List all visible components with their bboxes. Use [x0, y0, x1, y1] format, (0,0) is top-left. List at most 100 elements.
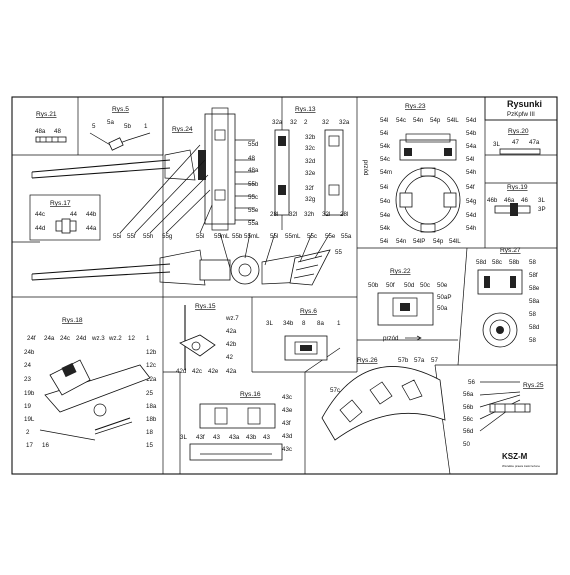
logo-text: KSZ-M	[502, 452, 528, 461]
rys27-label: 58d	[476, 259, 487, 266]
rys23-label: 54l	[380, 117, 388, 124]
rys24-label: 55c	[248, 194, 258, 201]
rys17-label: 44	[70, 211, 77, 218]
rys19-label: 46	[521, 197, 528, 204]
rys22-direction: przód	[383, 335, 399, 342]
rys23-direction: przód	[362, 160, 369, 176]
panel-rys16: Rys.16 43c 43e 43f 43d 43c 3L 43f 43 43a…	[180, 391, 293, 461]
rys16-label: 43e	[282, 407, 293, 414]
rys15-label: 42a	[226, 328, 237, 335]
rys18-label: 18	[146, 429, 153, 436]
panel-rys18: Rys.18 24f 24a 24c 24d wz.3 wz.2 12 1 24…	[24, 317, 157, 449]
rys21-part	[35, 136, 67, 143]
rys18-hull-plate	[44, 364, 151, 413]
rys23-label: 54d	[466, 212, 477, 219]
rys27-label: 58a	[529, 298, 540, 305]
rys16-label: 43d	[282, 433, 293, 440]
rys24-title: Rys.24	[172, 126, 193, 133]
rys24-label: 55mL	[214, 233, 230, 240]
sheet-subtitle: PzKpfw III	[507, 111, 535, 118]
rys19-label: 3L	[538, 197, 545, 204]
rys24-label: 55g	[162, 233, 173, 240]
rys16-label: 43c	[282, 394, 292, 401]
rys23-label: 54g	[466, 198, 477, 205]
sheet-frame	[11, 96, 558, 475]
rys6-label: 34b	[283, 320, 294, 327]
rys18-label: 19	[24, 403, 31, 410]
rys22-label: 50aP	[437, 294, 451, 301]
rys18-label: 24f	[27, 335, 36, 342]
rys13-title: Rys.13	[295, 106, 316, 113]
rys19-title: Rys.19	[507, 184, 528, 191]
rys18-label: 12a	[146, 376, 157, 383]
rys23-label: 54h	[466, 225, 477, 232]
rys17-label: 44a	[86, 225, 97, 232]
rys15-label: 42d	[176, 368, 187, 375]
rys23-label: 54a	[466, 143, 477, 150]
rys16-label: 43a	[229, 434, 240, 441]
rys23-label: 54c	[380, 156, 390, 163]
rys6-title: Rys.6	[300, 308, 317, 315]
rys27-title: Rys.27	[500, 247, 521, 254]
panel-rys13: Rys.13 32a 32 2 32 32a 32b 32c 32d 32e 3…	[270, 106, 350, 218]
rys16-engine-deck	[199, 403, 276, 429]
rys18-label: 24d	[76, 335, 87, 342]
rys20-label: 47	[512, 139, 519, 146]
rys24-mantlet	[204, 113, 236, 225]
rys23-label: 54i	[380, 184, 388, 191]
rys21-label: 48	[54, 128, 61, 135]
rys15-label: 42a	[226, 368, 237, 375]
rys23-label: 54p	[433, 238, 444, 245]
rys20-part	[499, 148, 541, 155]
rys13-hatch-right	[324, 129, 344, 216]
rys23-label: 54n	[396, 238, 407, 245]
rys16-title: Rys.16	[240, 391, 261, 398]
rys15-label: 42b	[226, 341, 237, 348]
rys23-label: 54n	[413, 117, 424, 124]
rys18-label: 18b	[146, 416, 157, 423]
rys19-label: 46b	[487, 197, 498, 204]
panel-rys26: Rys.26 57b 57a 57 57c	[321, 357, 446, 441]
rys25-label: 56c	[463, 416, 473, 423]
title-block: Rysunki PzKpfw III	[484, 96, 558, 121]
rys5-label: 5b	[124, 123, 131, 130]
rys24-label: 55e	[325, 233, 336, 240]
publisher-logo: KSZ-M Wszelkie prawa zastrzeżone	[502, 452, 540, 468]
rys5-label: 1	[144, 123, 148, 130]
rys24-label: 55c	[307, 233, 317, 240]
panel-dividers	[12, 97, 557, 475]
rys18-label: 23	[24, 376, 31, 383]
rys26-title: Rys.26	[357, 357, 378, 364]
rys18-label: 16	[42, 442, 49, 449]
rys25-label: 50	[463, 441, 470, 448]
rys13-label: 28l	[270, 211, 278, 218]
rys20-label: 47a	[529, 139, 540, 146]
rys18-label: 24a	[44, 335, 55, 342]
rys24-label: 48	[248, 155, 255, 162]
rys18-label: wz.2	[108, 335, 122, 342]
panel-rys6: Rys.6 3L 34b 8 8a 1	[266, 308, 341, 361]
rys25-leader-lines	[479, 391, 521, 432]
rys19-label: 46a	[504, 197, 515, 204]
rys25-label: 56b	[463, 404, 474, 411]
rys18-label: 12b	[146, 349, 157, 356]
rys23-label: 54c	[396, 117, 406, 124]
rys24-label: 48a	[248, 167, 259, 174]
rys18-label: 24b	[24, 349, 35, 356]
rys23-label: 54k	[380, 225, 391, 232]
rys23-label: 54i	[380, 130, 388, 137]
rys23-label: 54m	[380, 169, 392, 176]
rys23-label: 54k	[380, 143, 391, 150]
rys18-label: 17	[26, 442, 33, 449]
rys24-label: 55	[335, 249, 342, 256]
rys15-label: 42e	[208, 368, 219, 375]
rys23-label: 54p	[430, 117, 441, 124]
rys18-label: 1	[146, 335, 150, 342]
rys23-label: 54l	[466, 156, 474, 163]
rys24-label: 55a	[248, 220, 259, 227]
rys23-label: 54h	[466, 169, 477, 176]
rys16-label: 43f	[196, 434, 205, 441]
panel-rys21: Rys.21 48a 48	[35, 111, 67, 143]
rys22-title: Rys.22	[390, 268, 411, 275]
